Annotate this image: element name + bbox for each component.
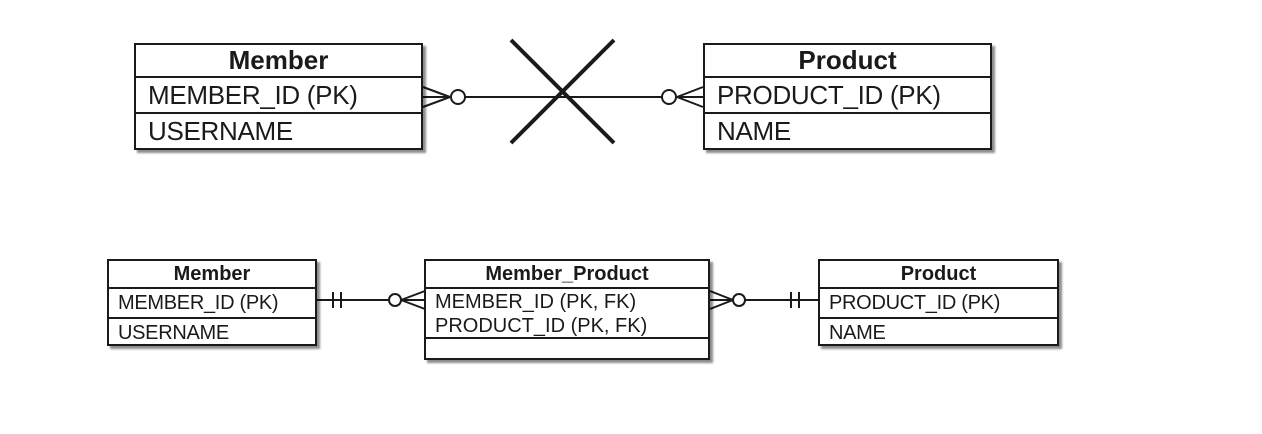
- attribute-product-id: PRODUCT_ID (PK): [820, 287, 1057, 317]
- attribute-group: MEMBER_ID (PK, FK) PRODUCT_ID (PK, FK): [426, 287, 708, 337]
- attribute-product-id-fk: PRODUCT_ID (PK, FK): [435, 315, 648, 337]
- entity-title: Product: [798, 45, 897, 75]
- member-product-to-product-relationship: [709, 290, 818, 310]
- invalid-relationship-cross-mark: [509, 38, 616, 145]
- attribute-product-id: PRODUCT_ID (PK): [705, 76, 990, 112]
- bottom-member-product-entity: Member_Product MEMBER_ID (PK, FK) PRODUC…: [424, 259, 710, 360]
- bottom-product-entity: Product PRODUCT_ID (PK) NAME: [818, 259, 1059, 346]
- entity-title: Member: [173, 263, 251, 285]
- attribute-username: USERNAME: [109, 317, 315, 347]
- attribute-member-id: MEMBER_ID (PK): [109, 287, 315, 317]
- entity-title: Member_Product: [485, 263, 649, 285]
- bottom-member-entity: Member MEMBER_ID (PK) USERNAME: [107, 259, 317, 346]
- top-many-to-many-relationship: [422, 86, 704, 108]
- attribute-name: NAME: [705, 112, 990, 148]
- attribute-member-id: MEMBER_ID (PK): [136, 76, 421, 112]
- top-member-entity: Member MEMBER_ID (PK) USERNAME: [134, 43, 423, 150]
- member-to-member-product-relationship: [317, 290, 426, 310]
- attribute-name: NAME: [820, 317, 1057, 347]
- attribute-member-id-fk: MEMBER_ID (PK, FK): [435, 291, 637, 313]
- entity-title: Product: [900, 263, 977, 285]
- top-product-entity: Product PRODUCT_ID (PK) NAME: [703, 43, 992, 150]
- attribute-username: USERNAME: [136, 112, 421, 148]
- empty-section: [426, 337, 708, 359]
- entity-title: Member: [228, 45, 329, 75]
